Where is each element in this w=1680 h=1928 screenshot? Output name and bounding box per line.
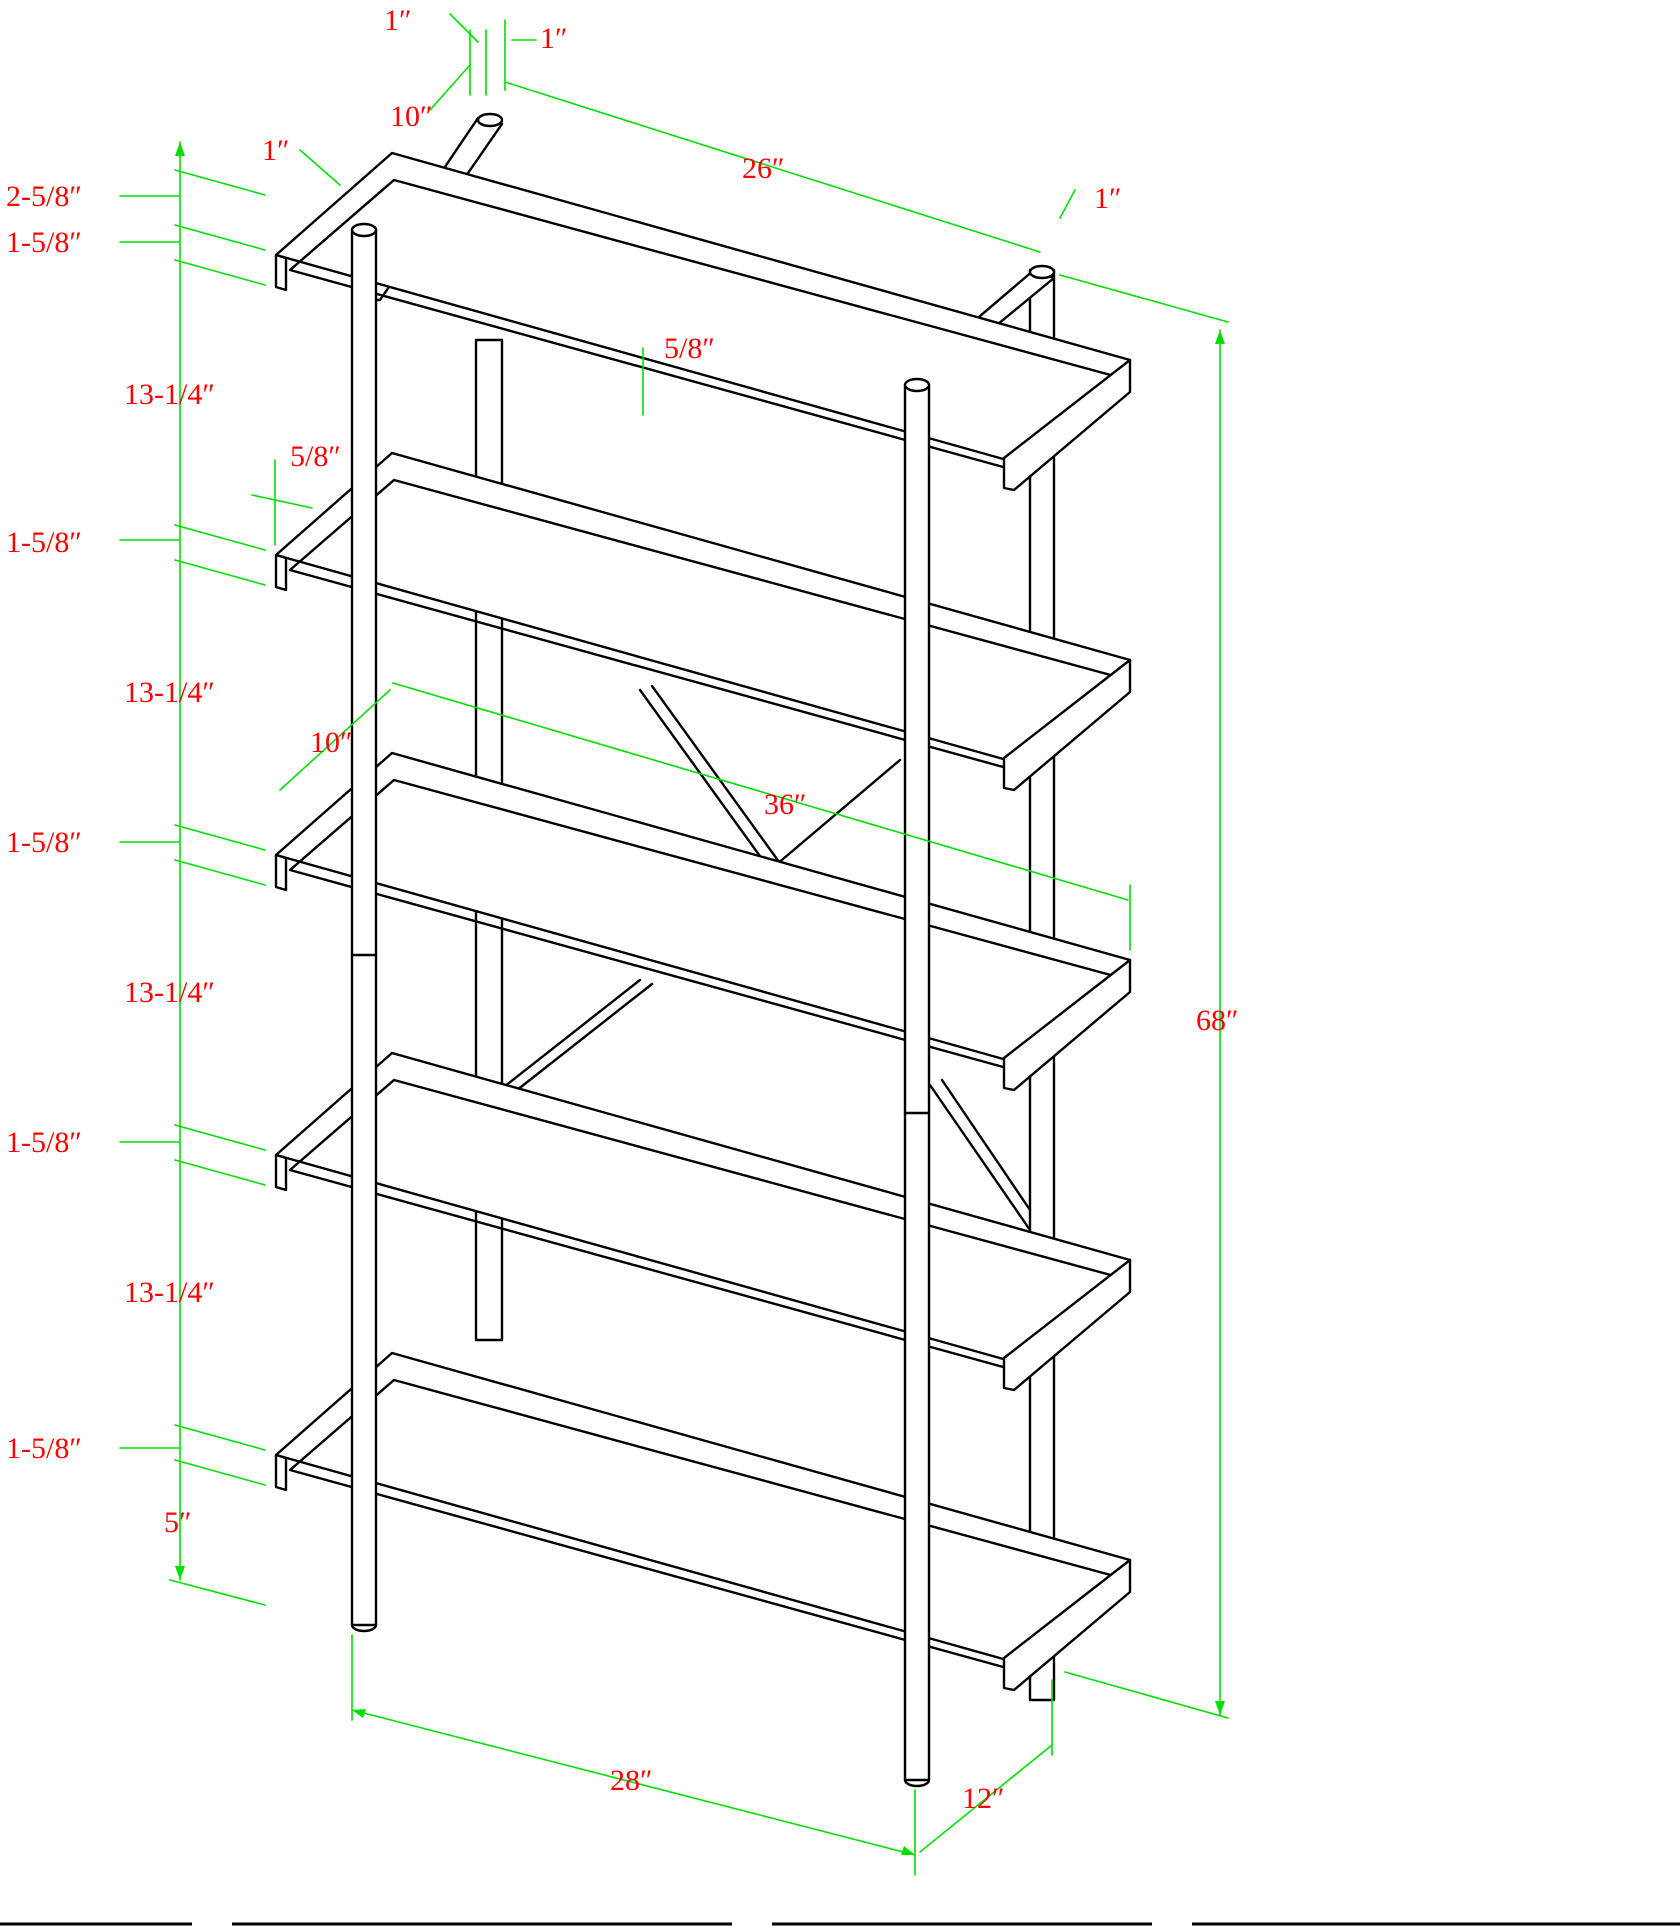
shelf-2 bbox=[274, 451, 1132, 792]
label-shelf-spacing-3: 13-1/4″ bbox=[124, 976, 215, 1009]
ext-slant-10 bbox=[174, 1459, 266, 1486]
rear-left-post-cap bbox=[476, 112, 504, 128]
shelf-5 bbox=[274, 1351, 1132, 1692]
label-shelf-inset: 5/8″ bbox=[664, 332, 715, 365]
label-shelf-length: 36″ bbox=[764, 788, 807, 821]
shelf-3 bbox=[274, 751, 1132, 1092]
overall-width-line bbox=[351, 1709, 916, 1856]
cross-brace-upper-a bbox=[638, 688, 772, 872]
ext-slant-8 bbox=[174, 1159, 266, 1186]
shelf-5-right-lip bbox=[1002, 1558, 1132, 1692]
ext-slant-2 bbox=[174, 259, 266, 286]
label-top-lip: 2-5/8″ bbox=[6, 180, 82, 213]
label-shelf-thickness-1: 1-5/8″ bbox=[6, 226, 82, 259]
shelf-length-line bbox=[392, 682, 1129, 901]
arrow-width-right bbox=[901, 1846, 915, 1855]
ext-slant-9 bbox=[174, 1424, 266, 1451]
arrowheads bbox=[175, 142, 1225, 1855]
shelf-4 bbox=[274, 1051, 1132, 1392]
shelf-depth-line bbox=[279, 689, 391, 791]
label-lip-thickness: 5/8″ bbox=[290, 440, 341, 473]
shelf-3-right-lip bbox=[1002, 958, 1132, 1092]
cross-brace-upper-c bbox=[768, 758, 902, 872]
top-depth-line bbox=[504, 81, 1041, 253]
label-shelf-spacing-1: 13-1/4″ bbox=[124, 378, 215, 411]
label-shelf-spacing-4: 13-1/4″ bbox=[124, 1276, 215, 1309]
front-left-post bbox=[350, 228, 378, 1627]
shelf-2-left-lip bbox=[274, 553, 288, 592]
label-shelf-thickness-2: 1-5/8″ bbox=[6, 526, 82, 559]
front-right-post-cap bbox=[903, 377, 931, 393]
label-bottom-clearance: 5″ bbox=[164, 1506, 192, 1539]
cross-brace-right-a bbox=[928, 1083, 1032, 1232]
front-left-post-cap bbox=[350, 222, 378, 238]
shelf-5-left-lip bbox=[274, 1453, 288, 1492]
shelf-3-board bbox=[274, 751, 1132, 1064]
shelf-1-left-lip bbox=[274, 253, 288, 292]
arrow-height-top bbox=[175, 142, 185, 156]
arrow-overall-bottom bbox=[1215, 1701, 1225, 1715]
ext-slant-5 bbox=[174, 824, 266, 851]
cross-brace-lower-b bbox=[510, 982, 654, 1096]
shelf-3-left-lip bbox=[274, 853, 288, 892]
cross-brace-right-b bbox=[940, 1078, 1032, 1212]
height-ext-top bbox=[1059, 274, 1229, 323]
shelf-5-board bbox=[274, 1351, 1132, 1664]
shelf-4-right-lip bbox=[1002, 1258, 1132, 1392]
height-ext-bottom bbox=[1064, 1671, 1229, 1719]
ext-slant-3 bbox=[174, 524, 266, 551]
label-shelf-depth: 10″ bbox=[310, 726, 353, 759]
shelf-2-right-lip bbox=[1002, 658, 1132, 792]
label-post-width-a: 1″ bbox=[384, 4, 412, 37]
cross-brace-lower-a bbox=[498, 978, 642, 1092]
leader-10-top bbox=[429, 64, 471, 111]
cross-brace-upper-b bbox=[650, 684, 784, 868]
ext-slant-7 bbox=[174, 1124, 266, 1151]
label-overall-depth: 12″ bbox=[962, 1782, 1005, 1815]
overall-depth-line bbox=[919, 1744, 1053, 1853]
leader-1-side bbox=[299, 149, 341, 186]
inset-5-8-leader bbox=[251, 494, 313, 509]
label-overall-width: 28″ bbox=[610, 1764, 653, 1797]
ext-slant-0 bbox=[174, 169, 266, 196]
dimension-labels: 1″ 1″ 10″ 1″ 26″ 1″ 2-5/8″ 1-5/8″ 13-1/4… bbox=[6, 4, 1239, 1815]
ext-slant-1 bbox=[174, 224, 266, 251]
front-posts bbox=[350, 222, 931, 1788]
label-shelf-thickness-3: 1-5/8″ bbox=[6, 826, 82, 859]
rear-right-post-cap bbox=[1028, 264, 1056, 280]
label-shelf-thickness-5: 1-5/8″ bbox=[6, 1432, 82, 1465]
leader-1a bbox=[449, 13, 479, 43]
label-side-rail-width: 1″ bbox=[262, 134, 290, 167]
label-overall-height: 68″ bbox=[1196, 1004, 1239, 1037]
shelf-4-board bbox=[274, 1051, 1132, 1364]
front-left-post-foot bbox=[350, 1623, 378, 1633]
front-right-post bbox=[903, 383, 931, 1782]
label-shelf-spacing-2: 13-1/4″ bbox=[124, 676, 215, 709]
ext-slant-4 bbox=[174, 559, 266, 586]
label-shelf-thickness-4: 1-5/8″ bbox=[6, 1126, 82, 1159]
label-post-width-b: 1″ bbox=[540, 22, 568, 55]
front-right-post-foot bbox=[903, 1778, 931, 1788]
ext-slant-6 bbox=[174, 859, 266, 886]
ext-slant-11 bbox=[169, 1579, 266, 1606]
leader-1-right bbox=[1059, 189, 1076, 219]
arrow-width-left bbox=[352, 1709, 366, 1718]
label-overall-depth-top: 26″ bbox=[742, 152, 785, 185]
shelf-4-left-lip bbox=[274, 1153, 288, 1192]
shelf-2-board bbox=[274, 451, 1132, 764]
label-right-post-width: 1″ bbox=[1094, 182, 1122, 215]
dimension-lines bbox=[119, 13, 1229, 1876]
shelf-1-right-lip bbox=[1002, 358, 1132, 492]
label-post-depth-top: 10″ bbox=[390, 100, 433, 133]
arrow-overall-top bbox=[1215, 330, 1225, 344]
arrow-height-bottom bbox=[175, 1566, 185, 1580]
